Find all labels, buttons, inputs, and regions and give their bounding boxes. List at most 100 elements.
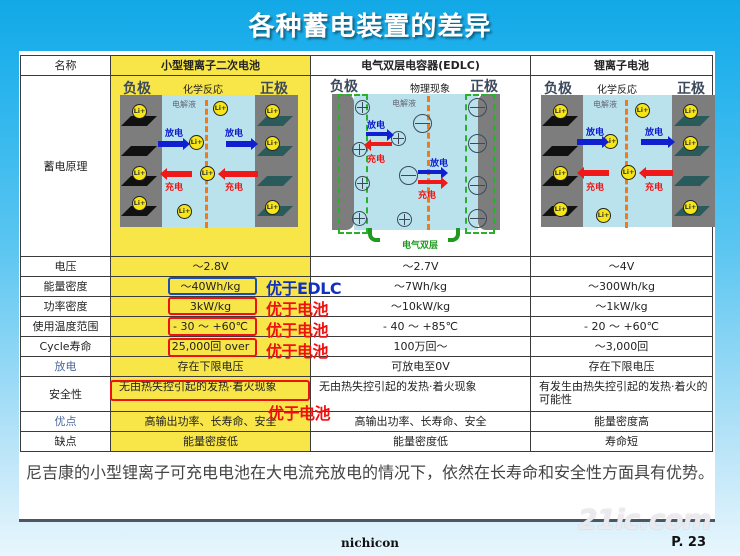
- negative-electrode: [332, 94, 354, 230]
- cell-value: ～300Wh/kg: [530, 276, 713, 297]
- separator-line: [625, 100, 628, 228]
- phenomenon-label: 化学反応: [183, 85, 223, 96]
- li-ion-icon: Li+: [553, 104, 568, 119]
- header-edlc: 电气双层电容器(EDLC): [310, 55, 531, 76]
- anion-icon: [468, 209, 487, 228]
- row-label: 电压: [20, 256, 111, 277]
- positive-label: 正极: [677, 81, 705, 97]
- callout-better-than-battery: 优于电池: [268, 404, 331, 423]
- li-ion-icon: Li+: [132, 196, 147, 211]
- cell-value: 高输出功率、长寿命、安全: [110, 411, 311, 432]
- table-header-row: 名称 小型锂离子二次电池 电气双层电容器(EDLC) 锂离子电池: [20, 55, 713, 76]
- li-ion-icon: Li+: [132, 104, 147, 119]
- slide-title: 各种蓄电装置的差异: [248, 12, 492, 42]
- separator-line: [427, 96, 430, 230]
- li-ion-icon: Li+: [213, 101, 228, 116]
- li-ion-icon: Li+: [683, 104, 698, 119]
- charge-label: 充电: [165, 183, 184, 193]
- discharge-label: 放电: [165, 129, 184, 139]
- table-row: 缺点 能量密度低 能量密度低 寿命短: [20, 431, 713, 452]
- li-ion-icon: Li+: [265, 200, 280, 215]
- double-layer-outline: [338, 94, 368, 234]
- discharge-label: 放电: [367, 121, 386, 131]
- table-row: 安全性 无由热失控引起的发热·着火现象 无由热失控引起的发热·着火现象 有发生由…: [20, 376, 713, 412]
- power-density-highlight: [168, 297, 257, 315]
- table-row: 能量密度 ～40Wh/kg ～7Wh/kg ～300Wh/kg: [20, 276, 713, 297]
- discharge-label: 放电: [430, 159, 449, 169]
- diagram-edlc: 负极 物理现象 正极 电解液 放电 充电 放电 充电 电气双层: [330, 76, 510, 254]
- cell-value: 存在下限电压: [110, 356, 311, 377]
- header-li-ion: 锂离子电池: [530, 55, 713, 76]
- row-label: 缺点: [20, 431, 111, 452]
- safety-highlight: [110, 380, 310, 401]
- discharge-arrow-icon: [641, 136, 675, 148]
- electrolyte-label: 电解液: [172, 100, 196, 109]
- li-ion-icon: Li+: [200, 166, 215, 181]
- li-ion-icon: Li+: [635, 103, 650, 118]
- li-ion-icon: Li+: [596, 208, 611, 223]
- positive-label: 正极: [260, 81, 288, 97]
- page-number: P. 23: [671, 535, 706, 550]
- positive-label: 正极: [470, 79, 498, 95]
- charge-arrow-icon: [639, 167, 673, 179]
- li-ion-icon: Li+: [177, 204, 192, 219]
- cell-value: - 40 ～ +85℃: [310, 316, 531, 337]
- li-ion-icon: Li+: [553, 166, 568, 181]
- electrolyte: [162, 95, 255, 227]
- table-row: 使用温度范围 - 30 ～ +60℃ - 40 ～ +85℃ - 20 ～ +6…: [20, 316, 713, 337]
- electrolyte-label: 电解液: [392, 99, 416, 108]
- negative-label: 负极: [544, 81, 572, 97]
- phenomenon-label: 物理现象: [410, 84, 450, 95]
- charge-label: 充电: [367, 155, 386, 165]
- charge-arrow-icon: [160, 168, 192, 180]
- energy-density-highlight: [168, 277, 257, 295]
- charge-label: 充电: [586, 183, 605, 193]
- row-label: 使用温度范围: [20, 316, 111, 337]
- discharge-arrow-icon: [418, 167, 448, 179]
- table-row: Cycle寿命 25,000回 over 100万回～ ～3,000回: [20, 336, 713, 357]
- table-row: 电压 ～2.8V ～2.7V ～4V: [20, 256, 713, 277]
- row-label: Cycle寿命: [20, 336, 111, 357]
- cation-icon: [352, 211, 367, 226]
- callout-better-than-battery: 优于电池: [266, 342, 329, 361]
- cell-value: 无由热失控引起的发热·着火现象: [310, 376, 531, 412]
- discharge-arrow-icon: [366, 129, 394, 141]
- discharge-label: 放电: [586, 128, 605, 138]
- table-row: 放电 存在下限电压 可放电至0V 存在下限电压: [20, 356, 713, 377]
- discharge-label: 放电: [225, 129, 244, 139]
- cell-value: 可放电至0V: [310, 356, 531, 377]
- charge-label: 充电: [645, 183, 664, 193]
- diagram-li-ion: 负极 化学反応 正极 电解液 Li+ Li+ Li+ Li+ Li+ Li+ L…: [541, 78, 721, 248]
- negative-label: 负极: [123, 81, 151, 97]
- double-layer-outline: [465, 94, 495, 234]
- electrolyte-label: 电解液: [593, 100, 617, 109]
- double-layer-arrow-icon: [368, 228, 380, 242]
- anion-icon: [399, 166, 418, 185]
- anion-icon: [468, 98, 487, 117]
- charge-arrow-icon: [218, 168, 258, 180]
- cell-value: - 20 ～ +60℃: [530, 316, 713, 337]
- cell-value: ～10kW/kg: [310, 296, 531, 317]
- discharge-label: 放电: [645, 128, 664, 138]
- cell-value: ～2.8V: [110, 256, 311, 277]
- charge-arrow-icon: [418, 177, 448, 189]
- row-label: 优点: [20, 411, 111, 432]
- charge-arrow-icon: [577, 167, 609, 179]
- charge-label: 充电: [418, 191, 437, 201]
- negative-label: 负极: [330, 79, 358, 95]
- temperature-highlight: [168, 317, 257, 336]
- cell-value: 有发生由热失控引起的发热·着火的可能性: [530, 376, 713, 412]
- anion-icon: [468, 134, 487, 153]
- diagram-small-li: 负极 化学反応 正极 电解液 Li+ Li+ Li+ Li+ Li+ Li+ L…: [120, 78, 300, 248]
- li-ion-icon: Li+: [683, 200, 698, 215]
- cycle-life-highlight: [168, 338, 257, 357]
- row-label: 能量密度: [20, 276, 111, 297]
- cell-value: ～7Wh/kg: [310, 276, 531, 297]
- cell-value: ～2.7V: [310, 256, 531, 277]
- cell-value: 能量密度高: [530, 411, 713, 432]
- cell-value: 3kW/kg: [110, 296, 311, 317]
- li-ion-icon: Li+: [132, 166, 147, 181]
- cell-value: 寿命短: [530, 431, 713, 452]
- discharge-arrow-icon: [577, 136, 609, 148]
- cell-value: 存在下限电压: [530, 356, 713, 377]
